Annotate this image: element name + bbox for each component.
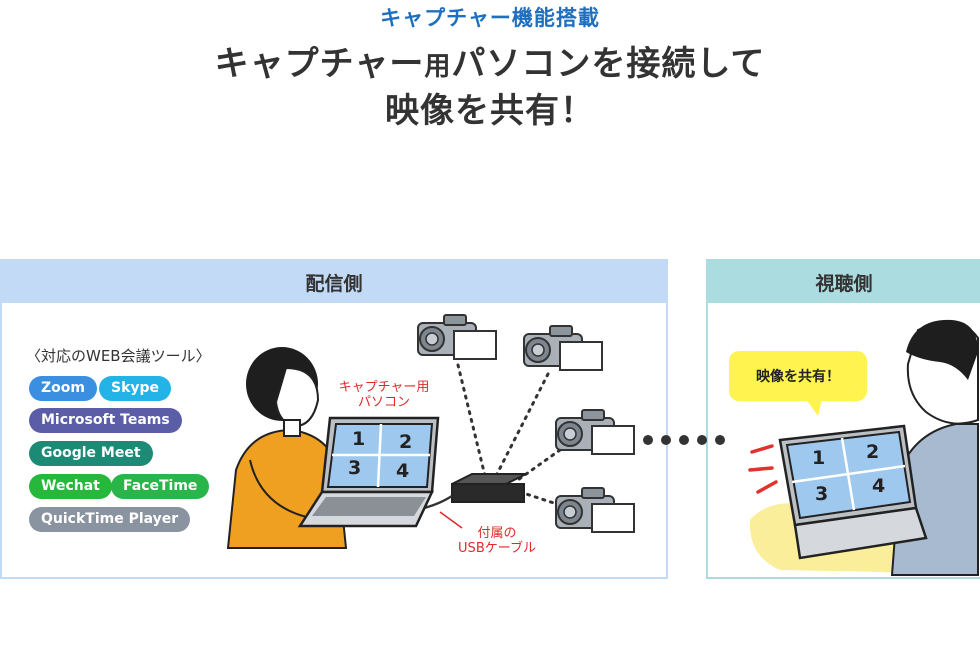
title-part-a: キャプチャー <box>214 44 425 84</box>
sender-panel-heading: 配信側 <box>2 261 666 303</box>
capture-pc-label-line1: キャプチャー用 <box>338 380 430 395</box>
sender-laptop-icon <box>297 416 440 528</box>
screen-number: 3 <box>815 483 828 505</box>
capture-device-icon <box>451 473 527 503</box>
page-title: キャプチャー用パソコンを接続して 映像を共有！ <box>0 42 980 133</box>
cable-label-leader <box>439 511 463 529</box>
title-line-2: 映像を共有！ <box>385 91 595 131</box>
usb-cable-label-line1: 付属の <box>477 526 517 541</box>
tool-badge-zoom: Zoom <box>29 376 97 401</box>
screen-number: 1 <box>352 428 365 450</box>
shared-video-bubble: 映像を共有！ <box>729 351 867 401</box>
camcorder-icon <box>555 487 635 533</box>
screen-number: 1 <box>812 447 825 469</box>
title-part-b: 用 <box>424 52 452 82</box>
camcorder-icon <box>523 325 603 371</box>
capture-pc-label: キャプチャー用 パソコン <box>338 380 430 410</box>
camcorder-icon <box>417 314 497 360</box>
subtitle: キャプチャー機能搭載 <box>380 6 600 30</box>
supported-tools-label: 〈対応のWEB会議ツール〉 <box>26 347 211 365</box>
viewer-laptop-icon <box>778 424 928 560</box>
viewer-panel-heading: 視聴側 <box>708 261 980 303</box>
tool-badge-skype: Skype <box>99 376 172 401</box>
tool-badge-quicktime-player: QuickTime Player <box>29 507 191 532</box>
connection-lines <box>456 363 562 507</box>
bubble-tail <box>806 399 822 416</box>
screen-number: 4 <box>396 460 409 482</box>
tool-badge-wechat: Wechat <box>29 474 112 499</box>
tool-badge-microsoft-teams: Microsoft Teams <box>29 408 182 433</box>
tool-badge-facetime: FaceTime <box>111 474 210 499</box>
usb-cable-label: 付属の USBケーブル <box>452 526 542 556</box>
link-dots <box>643 435 725 445</box>
title-line-1: キャプチャー用パソコンを接続して <box>0 42 980 89</box>
alert-lines-icon <box>748 444 778 494</box>
screen-number: 2 <box>399 431 412 453</box>
camcorder-icon <box>555 409 635 455</box>
screen-number: 2 <box>866 441 879 463</box>
tool-badge-google-meet: Google Meet <box>29 441 153 466</box>
screen-number: 3 <box>348 457 361 479</box>
capture-pc-label-line2: パソコン <box>357 395 410 410</box>
usb-cable-label-line2: USBケーブル <box>458 541 536 556</box>
screen-number: 4 <box>872 475 885 497</box>
title-part-c: パソコンを接続して <box>451 44 766 84</box>
